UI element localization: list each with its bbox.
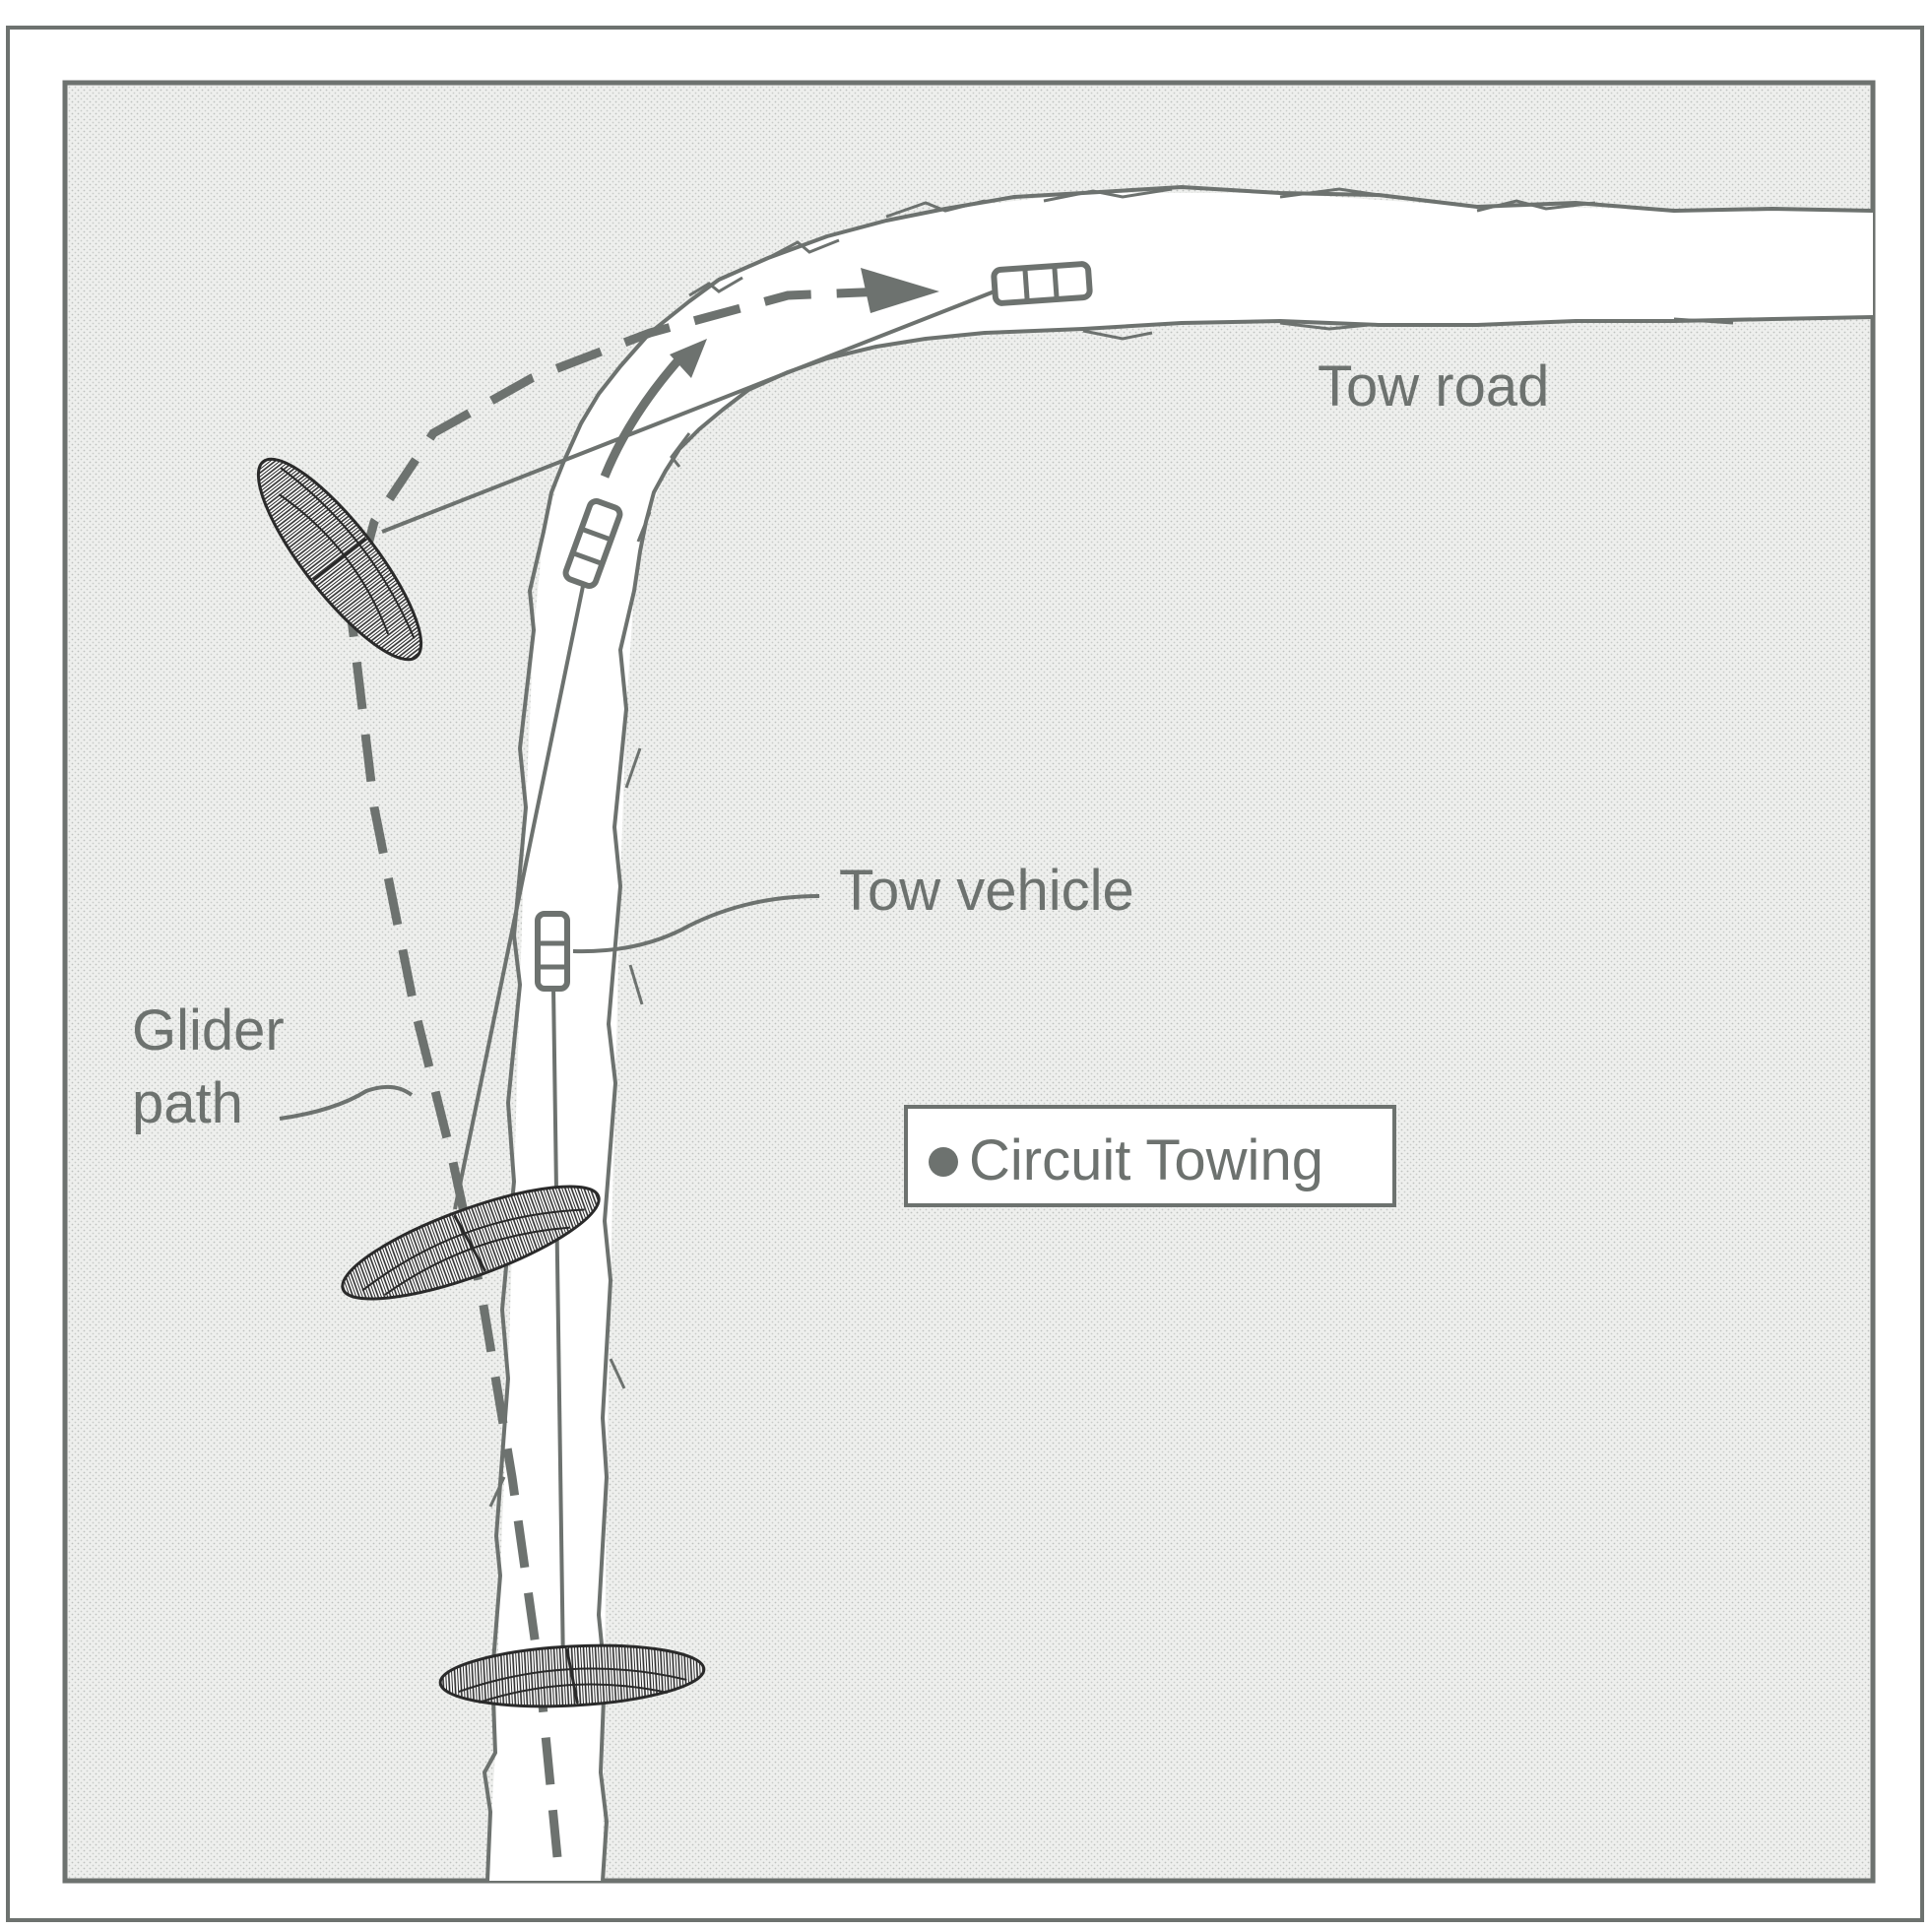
tow-road-left-edge [483, 185, 1874, 1882]
glider-path-label-line1: Glider [132, 998, 285, 1062]
vehicle-travel-arrowhead [670, 339, 707, 378]
tow-rope-middle [453, 556, 591, 1210]
tow-vehicle-leader [572, 894, 820, 954]
glider-path-leader [279, 1084, 414, 1121]
tow-road-label: Tow road [1318, 354, 1549, 418]
legend-box: Circuit Towing [904, 1105, 1396, 1207]
tow-rope-top [381, 286, 1005, 534]
glider-path-arrowhead [861, 268, 939, 313]
legend-text: Circuit Towing [969, 1128, 1323, 1192]
tow-vehicle-car-top [991, 261, 1093, 306]
legend-dot-icon [929, 1147, 958, 1177]
tow-vehicle-car-middle [562, 498, 623, 589]
tow-road-right-edge [597, 315, 1874, 1882]
field-area [62, 80, 1876, 1884]
tow-rope-bottom [551, 986, 565, 1671]
glider-canopy-top [256, 457, 423, 662]
glider-canopy-middle [341, 1185, 601, 1301]
glider-path-label-line2: path [132, 1071, 243, 1135]
tow-vehicle-car-bottom [535, 911, 570, 992]
glider-path-dashed [346, 287, 887, 1858]
glider-canopy-bottom [438, 1643, 706, 1708]
tow-vehicle-label: Tow vehicle [839, 859, 1134, 923]
vehicle-travel-path [600, 351, 687, 479]
